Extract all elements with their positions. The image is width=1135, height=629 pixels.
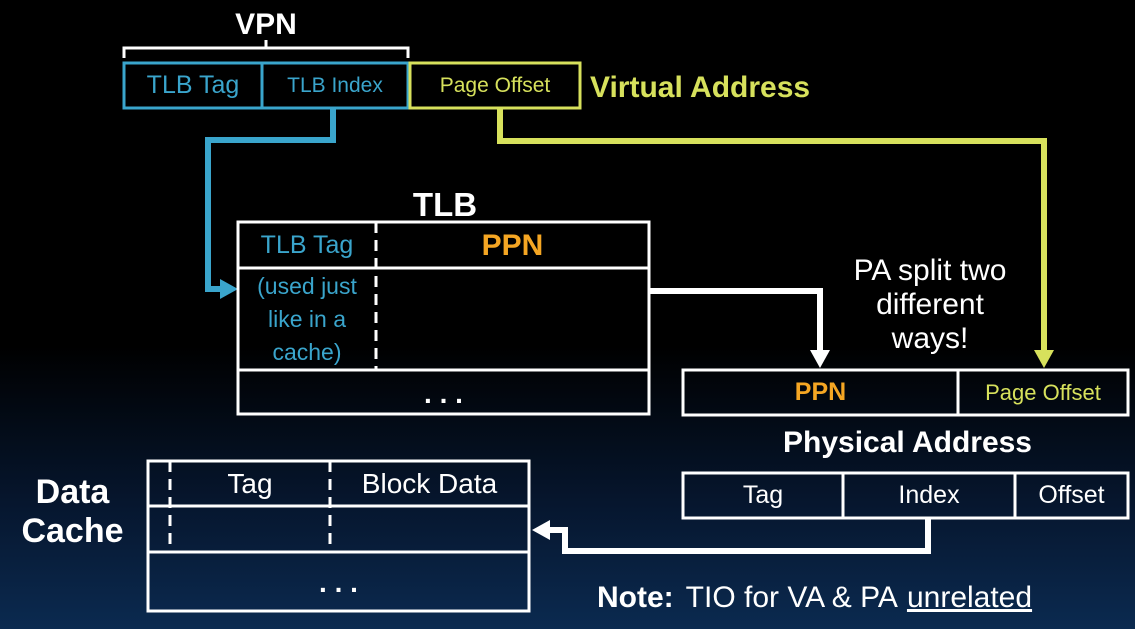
page-offset-arrow <box>497 108 1047 352</box>
virtual-address-title: Virtual Address <box>590 71 811 104</box>
tlb-index-arrowhead <box>220 279 238 299</box>
pa-index-label: Index <box>898 481 960 509</box>
pa-offset-box <box>1013 471 1130 520</box>
vpn-bracket <box>122 40 410 58</box>
tlb-note-line3: cache) <box>272 338 342 365</box>
physical-address-title: Physical Address <box>782 426 1032 459</box>
pa-tag-label: Tag <box>742 481 784 509</box>
vpn-label: VPN <box>235 8 297 41</box>
cache-ellipsis: . . . <box>319 567 358 598</box>
ppn-arrowhead <box>810 350 830 368</box>
pa-offset-label: Offset <box>1038 481 1105 509</box>
tlb-note-line1: (used just <box>257 272 357 299</box>
pa-split-note-line1: PA split two <box>853 254 1007 287</box>
tlb-col-tag: TLB Tag <box>260 230 354 259</box>
pa-split-note-line3: ways! <box>891 322 969 355</box>
data-cache-table <box>146 459 531 613</box>
va-page-offset-label: Page Offset <box>439 73 551 97</box>
pa-page-offset-box <box>956 368 1130 417</box>
pa-ppn-label: PPN <box>794 378 847 406</box>
pa-split-note-line2: different <box>876 288 984 321</box>
ppn-arrow <box>649 288 823 352</box>
note-underlined: unrelated <box>906 581 1033 614</box>
tlb-index-arrow <box>205 108 336 292</box>
tlb-col-ppn: PPN <box>481 229 544 262</box>
note-text: TIO for VA & PA <box>685 581 898 614</box>
va-tlb-tag-label: TLB Tag <box>146 71 240 99</box>
va-tlb-index-label: TLB Index <box>287 73 383 97</box>
tlb-table <box>236 220 651 416</box>
data-cache-title-line1: Data <box>35 472 110 511</box>
tlb-note-line2: like in a <box>268 305 346 332</box>
va-page-offset-box <box>408 61 582 110</box>
data-cache-title-line2: Cache <box>21 511 124 550</box>
cache-col-block-data: Block Data <box>361 468 498 499</box>
note-label: Note: <box>597 581 674 614</box>
pa-page-offset-label: Page Offset <box>985 379 1101 405</box>
index-arrow <box>548 518 931 554</box>
tlb-ellipsis: . . . <box>424 378 463 409</box>
tlb-title: TLB <box>412 186 478 223</box>
page-offset-arrowhead <box>1034 350 1054 368</box>
bottom-note: Note: TIO for VA & PA unrelated <box>597 578 1032 618</box>
cache-col-tag: Tag <box>227 468 273 499</box>
index-arrowhead <box>532 520 550 540</box>
